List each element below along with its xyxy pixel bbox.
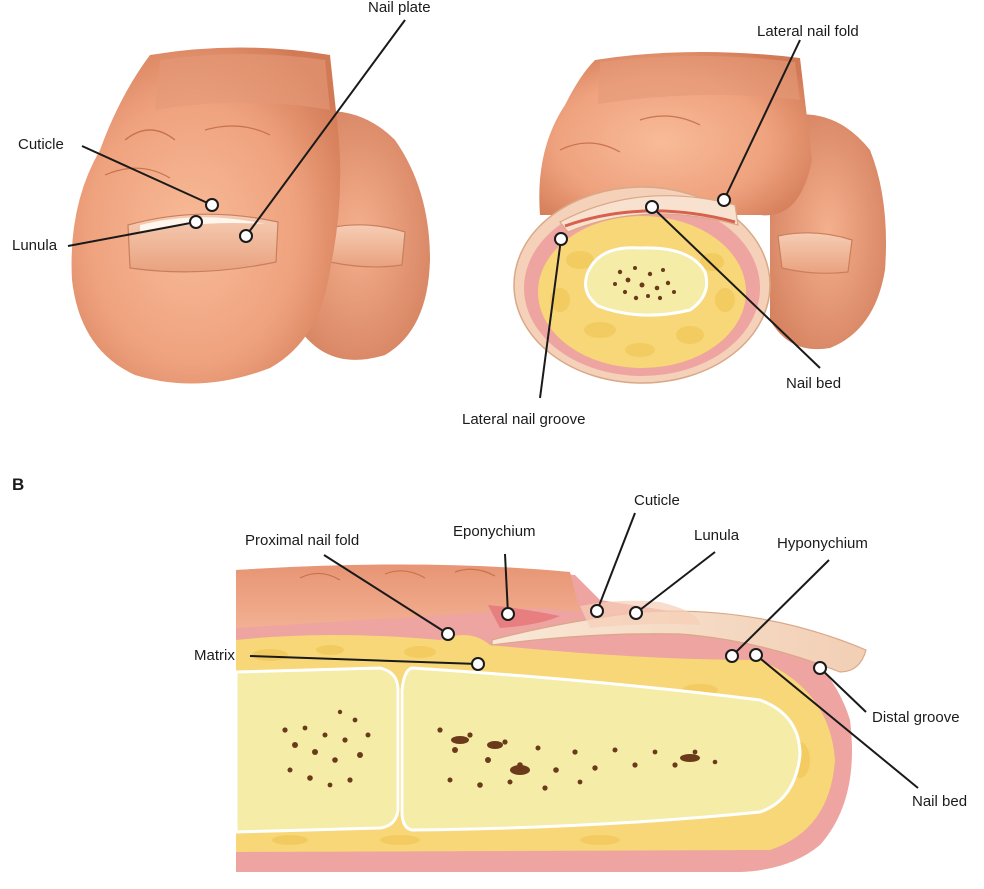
- marker-nail-bed-b: [750, 649, 762, 661]
- label-lunula-a: Lunula: [12, 237, 58, 254]
- marker-cuticle-b: [591, 605, 603, 617]
- finger-longitudinal-section: [236, 564, 866, 872]
- marker-lateral-nail-fold: [718, 194, 730, 206]
- marker-matrix: [472, 658, 484, 670]
- marker-nail-bed-a: [646, 201, 658, 213]
- marker-lunula-b: [630, 607, 642, 619]
- marker-lunula-a: [190, 216, 202, 228]
- marker-hyponychium: [726, 650, 738, 662]
- label-hyponychium: Hyponychium: [777, 535, 868, 552]
- label-matrix: Matrix: [194, 647, 235, 664]
- marker-eponychium: [502, 608, 514, 620]
- label-proximal-nail-fold: Proximal nail fold: [245, 532, 359, 549]
- marker-lateral-nail-groove: [555, 233, 567, 245]
- label-cuticle-a: Cuticle: [18, 136, 64, 153]
- label-lateral-nail-groove: Lateral nail groove: [462, 411, 585, 428]
- marker-cuticle-a: [206, 199, 218, 211]
- marker-distal-groove: [814, 662, 826, 674]
- toe-cross-section-illustration: [514, 52, 886, 383]
- label-nail-plate: Nail plate: [368, 0, 431, 16]
- label-lateral-nail-fold: Lateral nail fold: [757, 23, 859, 40]
- label-nail-bed-b: Nail bed: [912, 793, 967, 810]
- toe-dorsal-illustration: [72, 48, 430, 384]
- label-cuticle-b: Cuticle: [634, 492, 680, 509]
- label-distal-groove: Distal groove: [872, 709, 960, 726]
- label-lunula-b: Lunula: [694, 527, 740, 544]
- label-eponychium: Eponychium: [453, 523, 536, 540]
- marker-nail-plate: [240, 230, 252, 242]
- marker-proximal-nail-fold: [442, 628, 454, 640]
- label-nail-bed-a: Nail bed: [786, 375, 841, 392]
- panel-b-letter: B: [12, 475, 24, 494]
